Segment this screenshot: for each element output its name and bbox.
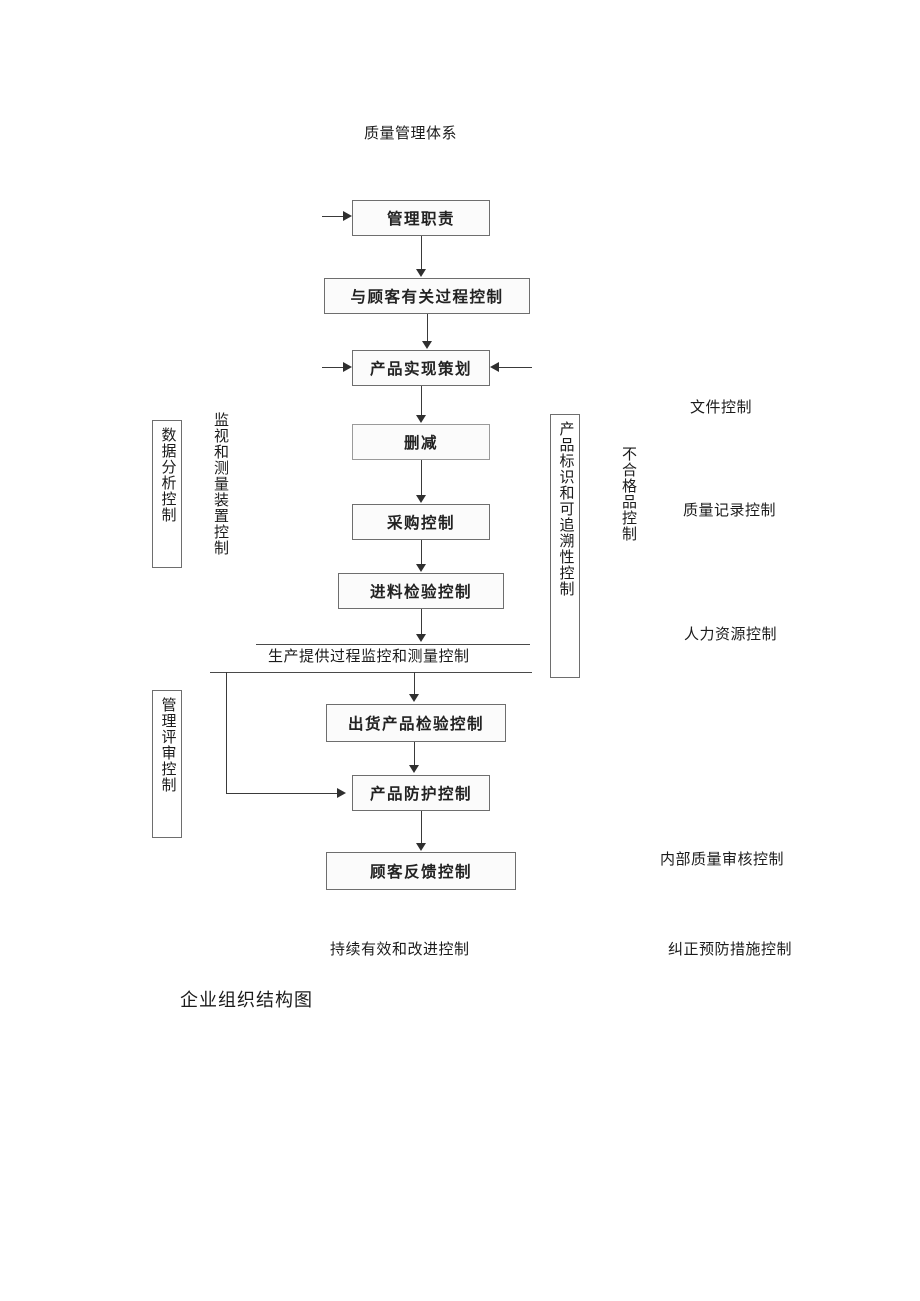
connector-line-band-to-outgoing [414, 672, 415, 695]
connector-line-outgoing-to-preservation [414, 742, 415, 766]
connector-line-preservation-to-feedback [421, 811, 422, 844]
label-corrective-preventive-action-control: 纠正预防措施控制 [668, 942, 793, 958]
arrowhead-preservation-to-feedback [416, 843, 426, 851]
node-product-realization-planning[interactable]: 产品实现策划 [352, 350, 490, 386]
connector-line-into-prp-right [498, 367, 532, 368]
vertical-label-data-analysis-control: 数据分析控制 [159, 427, 176, 523]
arrowhead-purchasing-to-incoming [416, 564, 426, 572]
vertical-box-data-analysis-control: 数据分析控制 [152, 420, 182, 568]
connector-line-purchasing-to-incoming [421, 540, 422, 565]
connector-line-incoming-to-band [421, 609, 422, 638]
arrowhead-crpc-to-prp [422, 341, 432, 349]
label-internal-quality-audit-control: 内部质量审核控制 [660, 852, 785, 868]
arrowhead-into-prp-right [490, 362, 499, 372]
vertical-label-product-identification-traceability-control: 产品标识和可追溯性控制 [557, 421, 574, 597]
node-incoming-inspection-control[interactable]: 进料检验控制 [338, 573, 504, 609]
connector-line-band-down-left [226, 672, 227, 794]
node-purchasing-control[interactable]: 采购控制 [352, 504, 490, 540]
page-title-quality-management-system: 质量管理体系 [364, 126, 458, 142]
arrowhead-prp-to-deletion [416, 415, 426, 423]
arrowhead-into-prp-left [343, 362, 352, 372]
connector-line-into-prp-left [322, 367, 344, 368]
connector-line-crpc-to-prp [427, 314, 428, 342]
arrowhead-mr-to-crpc [416, 269, 426, 277]
node-customer-feedback-control[interactable]: 顾客反馈控制 [326, 852, 516, 890]
node-outgoing-product-inspection-control[interactable]: 出货产品检验控制 [326, 704, 506, 742]
band-bottom-rule [210, 672, 532, 673]
band-label-production-process-monitoring: 生产提供过程监控和测量控制 [268, 649, 470, 665]
label-quality-record-control: 质量记录控制 [683, 503, 777, 519]
arrowhead-incoming-to-band [416, 634, 426, 642]
band-top-rule [256, 644, 530, 645]
arrowhead-into-management-responsibility [343, 211, 352, 221]
label-continual-effectiveness-improvement-control: 持续有效和改进控制 [330, 942, 470, 958]
vertical-box-management-review-control: 管理评审控制 [152, 690, 182, 838]
arrowhead-outgoing-to-preservation [409, 765, 419, 773]
connector-line-into-management-responsibility [322, 216, 344, 217]
arrowhead-deletion-to-purchasing [416, 495, 426, 503]
page-title-org-structure: 企业组织结构图 [180, 990, 313, 1010]
connector-line-into-preservation [226, 793, 338, 794]
arrowhead-band-to-outgoing [409, 694, 419, 702]
node-customer-related-process-control[interactable]: 与顾客有关过程控制 [324, 278, 530, 314]
label-document-control: 文件控制 [690, 400, 753, 416]
node-product-preservation-control[interactable]: 产品防护控制 [352, 775, 490, 811]
vertical-label-monitoring-measuring-device-control: 监视和测量装置控制 [212, 412, 228, 556]
connector-line-deletion-to-purchasing [421, 460, 422, 496]
vertical-label-management-review-control: 管理评审控制 [159, 697, 176, 793]
node-deletion[interactable]: 删减 [352, 424, 490, 460]
node-management-responsibility[interactable]: 管理职责 [352, 200, 490, 236]
connector-line-prp-to-deletion [421, 386, 422, 416]
arrowhead-into-preservation [337, 788, 346, 798]
connector-line-mr-to-crpc [421, 236, 422, 270]
vertical-box-product-identification-traceability-control: 产品标识和可追溯性控制 [550, 414, 580, 678]
vertical-label-nonconforming-product-control: 不合格品控制 [620, 446, 636, 542]
label-human-resource-control: 人力资源控制 [684, 627, 778, 643]
